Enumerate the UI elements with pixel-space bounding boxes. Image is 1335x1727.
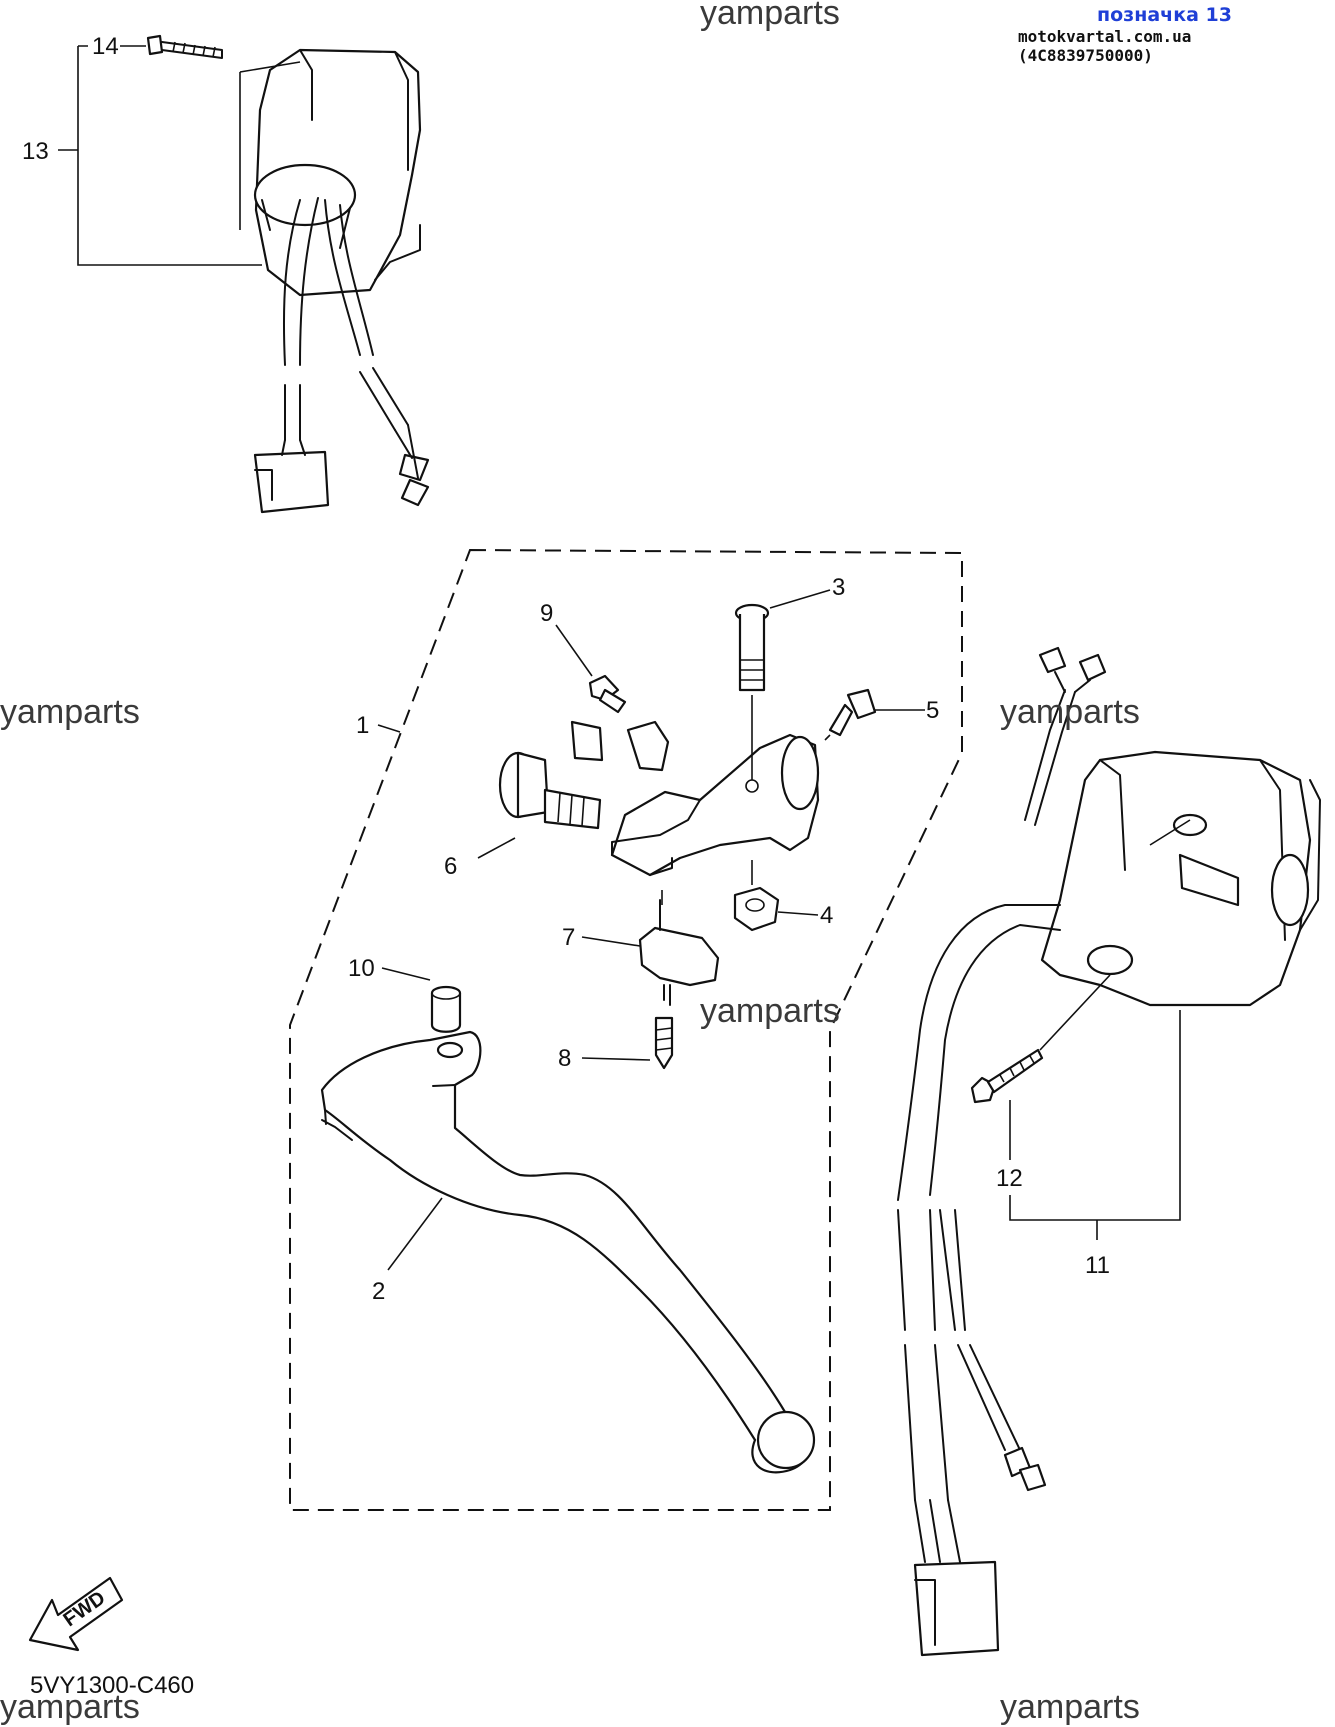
switch-screw: [654, 1016, 674, 1070]
collar: [430, 985, 462, 1033]
callout-6: 6: [444, 853, 458, 880]
pivot-bolt: [734, 603, 770, 780]
callout-leaders: [381, 589, 925, 1271]
watermark: yamparts: [1000, 1688, 1140, 1726]
callout-2: 2: [372, 1278, 386, 1305]
lever-holder: [570, 720, 820, 877]
watermark: yamparts: [700, 0, 840, 32]
watermark: yamparts: [0, 693, 140, 731]
watermark: yamparts: [1000, 693, 1140, 731]
tag-source: motokvartal.com.ua (4C8839750000): [1018, 27, 1192, 65]
diagram-code: 5VY1300-C460: [30, 1672, 195, 1699]
callout-13: 13: [22, 138, 49, 165]
callout-8: 8: [558, 1045, 572, 1072]
lever-assembly-outline: [289, 548, 963, 1511]
watermark: yamparts: [700, 992, 840, 1030]
clutch-switch: [638, 890, 720, 1006]
tag-title: позначка 13: [1097, 4, 1232, 26]
watermark: yamparts: [0, 1688, 140, 1726]
callout-10: 10: [348, 955, 375, 982]
callout-9: 9: [540, 600, 554, 627]
callout-11: 11: [1085, 1252, 1110, 1279]
right-handlebar-switch: [897, 646, 1321, 1657]
callout-14: 14: [92, 33, 119, 60]
fwd-arrow-icon: [28, 1576, 124, 1652]
callout-1: 1: [356, 712, 370, 739]
clamp-bolt: [824, 688, 877, 741]
nut: [733, 860, 780, 932]
callout-12: 12: [996, 1165, 1023, 1192]
callout-4: 4: [820, 902, 834, 929]
callout-7: 7: [562, 924, 576, 951]
left-handlebar-switch: [58, 34, 430, 514]
callout-3: 3: [832, 574, 846, 601]
small-bolt: [588, 674, 627, 714]
callout-5: 5: [926, 697, 940, 724]
adjuster: [498, 751, 602, 830]
clutch-lever: [320, 1030, 816, 1474]
